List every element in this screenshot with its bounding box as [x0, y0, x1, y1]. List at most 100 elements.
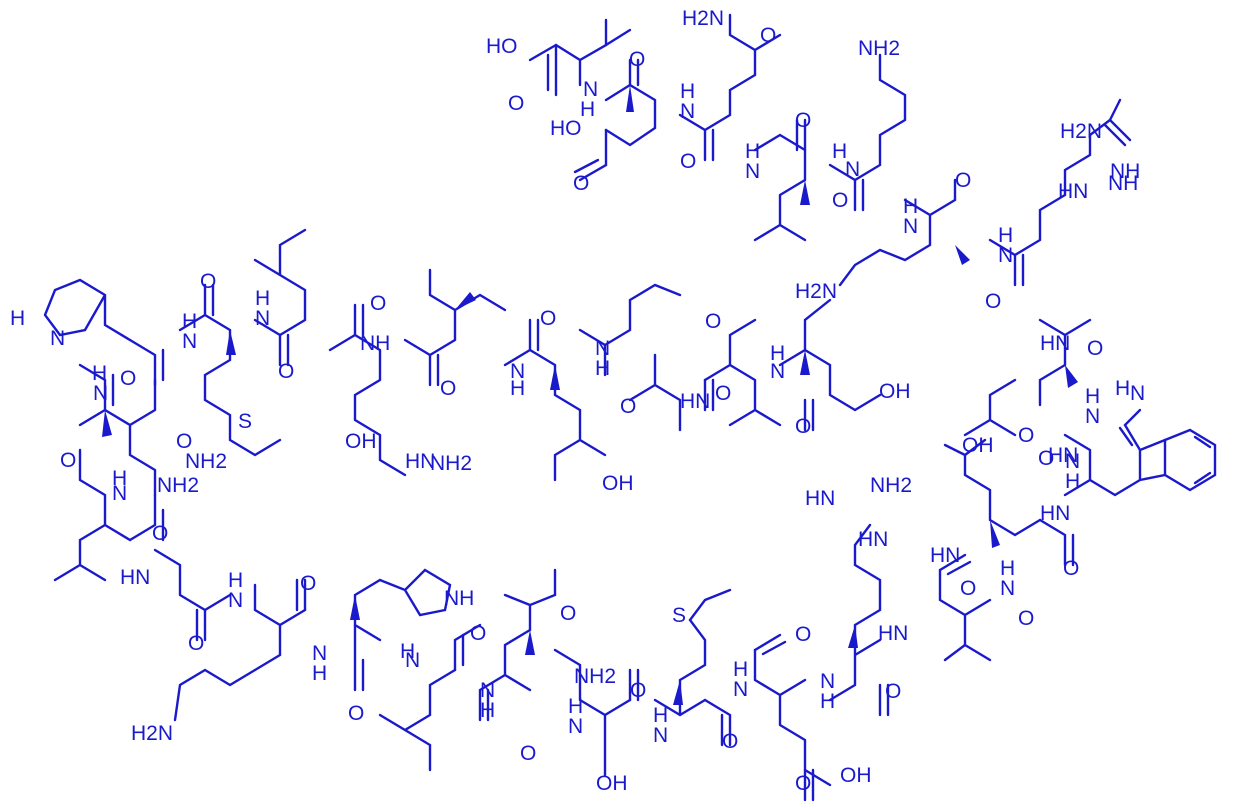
atom-label-l40: OH	[962, 434, 994, 457]
atom-label-l89: H	[112, 467, 127, 490]
atom-label-l44: O	[960, 577, 976, 600]
atom-label-l15: NH2	[858, 37, 900, 60]
atom-label-l67: H	[568, 695, 583, 718]
atom-label-l118: N	[595, 337, 610, 360]
atom-label-l4: H	[580, 98, 595, 121]
atom-label-l11: N	[745, 160, 760, 183]
atom-label-l77: NH	[444, 587, 474, 610]
atom-label-l117: O	[620, 395, 636, 418]
atom-label-l74: H	[480, 699, 495, 722]
atom-labels: HOONHOHOONHHNOH2NONH2ONHONHOH2NNHNHH2NHN…	[10, 7, 1145, 795]
atom-label-l122: O	[715, 382, 731, 405]
atom-label-l24: NH	[1108, 172, 1138, 195]
atom-label-l41: HN	[1040, 502, 1070, 525]
atom-label-l23: H2N	[1060, 120, 1102, 143]
atom-label-l88: N	[112, 482, 127, 505]
atom-label-l14: O	[760, 24, 776, 47]
atom-label-l84: HN	[120, 566, 150, 589]
atom-label-l106: OH	[602, 472, 634, 495]
atom-label-l102: O	[200, 270, 216, 293]
atom-label-l76: N	[405, 649, 420, 672]
atom-label-l72: O	[560, 602, 576, 625]
atom-label-l90: N	[228, 589, 243, 612]
atom-label-l33: H	[1085, 385, 1100, 408]
atom-label-l19: O	[832, 189, 848, 212]
atom-label-l17: N	[845, 158, 860, 181]
atom-label-l62: OH	[840, 764, 872, 787]
wedge-bonds	[102, 85, 1078, 705]
atom-label-l64: N	[653, 724, 668, 747]
atom-label-l79: O	[348, 702, 364, 725]
atom-label-l85: O	[188, 632, 204, 655]
atom-label-l6: HO	[550, 117, 582, 140]
atom-label-l104: H	[255, 287, 270, 310]
atom-label-l34: N	[1085, 405, 1100, 428]
atom-label-l1: HO	[486, 35, 518, 58]
atom-label-l42: O	[1063, 557, 1079, 580]
bond-network	[43, 13, 1217, 802]
atom-label-l115: N	[510, 360, 525, 383]
atom-label-l26: H	[998, 224, 1013, 247]
atom-label-l53: HN	[878, 622, 908, 645]
atom-label-l69: OH	[596, 772, 628, 795]
atom-label-l48: NH2	[870, 474, 912, 497]
atom-label-l7: O	[573, 172, 589, 195]
atom-label-l30: O	[985, 290, 1001, 313]
atom-label-l9: H	[680, 80, 695, 103]
atom-label-l92: O	[152, 522, 168, 545]
atom-label-l107: S	[238, 410, 252, 433]
atom-label-l63: O	[795, 772, 811, 795]
atom-label-l59: N	[733, 678, 748, 701]
atom-label-l2: O	[508, 92, 524, 115]
atom-label-l103: N	[255, 307, 270, 330]
atom-label-l108: O	[370, 292, 386, 315]
atom-label-l22: O	[955, 169, 971, 192]
atom-label-l78: H	[400, 640, 415, 663]
atom-label-l68: N	[568, 715, 583, 738]
atom-label-l91: H	[228, 569, 243, 592]
atom-label-l86: NH2	[185, 450, 227, 473]
atom-label-l18: H	[832, 140, 847, 163]
atom-label-l110: HN	[405, 450, 435, 473]
atom-label-l116: H	[510, 377, 525, 400]
atom-label-l125: O	[795, 415, 811, 438]
atom-label-l114: O	[540, 307, 556, 330]
atom-label-l105: O	[278, 360, 294, 383]
atom-label-l52: O	[1018, 607, 1034, 630]
atom-label-l95: H	[92, 362, 107, 385]
atom-label-l56: H	[820, 690, 835, 713]
atom-label-l5: O	[629, 48, 645, 71]
atom-label-l93: NH2	[157, 474, 199, 497]
atom-label-l87: O	[176, 430, 192, 453]
atom-label-l98: H	[182, 310, 197, 333]
atom-label-l97: N	[182, 330, 197, 353]
atom-label-l20: N	[903, 215, 918, 238]
atom-label-l70: O	[520, 742, 536, 765]
atom-label-l10: H	[745, 140, 760, 163]
atom-label-l60: H	[733, 658, 748, 681]
atom-label-l94: N	[93, 382, 108, 405]
atom-label-l123: N	[770, 360, 785, 383]
atom-label-l55: N	[820, 670, 835, 693]
atom-label-l66: O	[630, 679, 646, 702]
atom-label-l58: S	[672, 604, 686, 627]
atom-label-l82: H	[312, 662, 327, 685]
atom-label-l8: N	[680, 100, 695, 123]
atom-label-l12: O	[680, 150, 696, 173]
atom-label-l101: H	[10, 307, 25, 330]
atom-label-l21: H	[903, 195, 918, 218]
atom-label-l81: N	[312, 642, 327, 665]
atom-label-l65: H	[653, 704, 668, 727]
atom-label-l3: N	[583, 78, 598, 101]
atom-label-l99: O	[120, 367, 136, 390]
atom-label-l35: HN	[1048, 444, 1078, 467]
atom-label-l45: N	[1000, 577, 1015, 600]
atom-label-l124: H	[770, 342, 785, 365]
atom-label-l54: O	[885, 680, 901, 703]
atom-label-l112: NH	[360, 332, 390, 355]
atom-label-l29: NH	[1110, 160, 1140, 183]
atom-label-l126: OH	[879, 380, 911, 403]
atom-label-l37: N	[1130, 382, 1145, 405]
atom-label-l71: NH2	[574, 665, 616, 688]
